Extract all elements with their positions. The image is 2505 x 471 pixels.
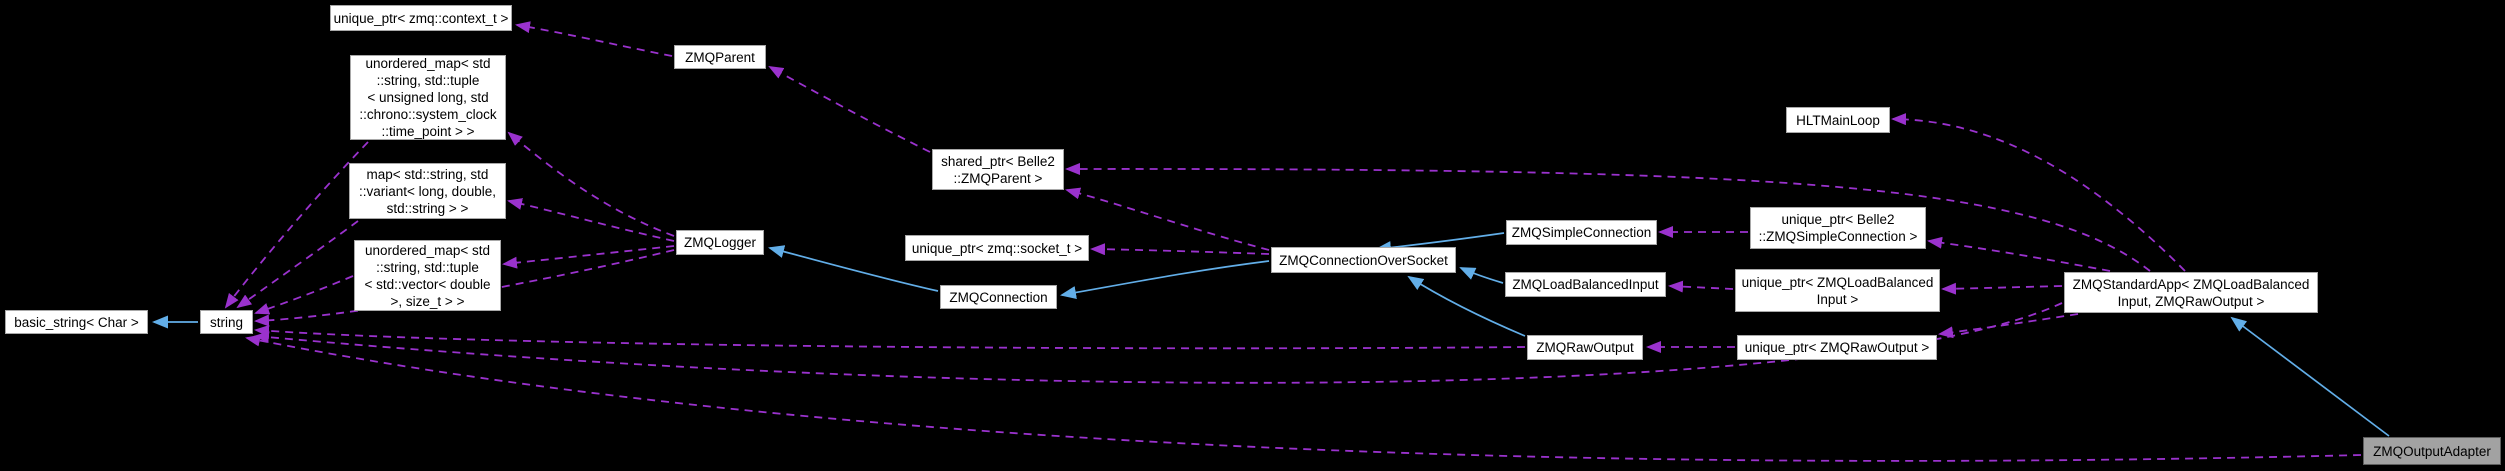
node-zmq-connection[interactable]: ZMQConnection <box>940 285 1057 309</box>
node-unique-ptr-zmq-raw-output[interactable]: unique_ptr< ZMQRawOutput > <box>1737 335 1937 360</box>
node-unique-ptr-zmq-load-balanced-input[interactable]: unique_ptr< ZMQLoadBalanced Input > <box>1735 269 1940 312</box>
node-label: ZMQStandardApp< ZMQLoadBalanced Input, Z… <box>2072 276 2310 309</box>
node-zmq-output-adapter: ZMQOutputAdapter <box>2363 437 2501 465</box>
edge-zmq-logger-uses-map-variant <box>507 198 675 242</box>
edge-zmq-standard-app-uses-shared-ptr <box>1065 162 2151 272</box>
edge-zmq-cos-uses-unique-ptr-zmq-socket <box>1090 243 1270 256</box>
node-label: HLTMainLoop <box>1796 112 1880 128</box>
node-label: unique_ptr< zmq::socket_t > <box>911 240 1083 256</box>
edge-zmq-cos-inherits-zmq-connection <box>1060 260 1270 299</box>
node-hlt-main-loop[interactable]: HLTMainLoop <box>1786 107 1890 133</box>
node-label: unique_ptr< ZMQLoadBalanced Input > <box>1741 274 1934 307</box>
node-unique-ptr-zmq-socket[interactable]: unique_ptr< zmq::socket_t > <box>905 235 1089 261</box>
node-label: unordered_map< std ::string, std::tuple … <box>364 242 491 309</box>
edge-unordered-map-vector-uses-string <box>254 275 354 315</box>
node-map-variant[interactable]: map< std::string, std ::variant< long, d… <box>349 163 506 219</box>
edge-zmq-logger-uses-unordered-map-time-point <box>507 131 675 237</box>
node-zmq-connection-over-socket[interactable]: ZMQConnectionOverSocket <box>1271 247 1456 273</box>
node-shared-ptr-belle2-zmq-parent[interactable]: shared_ptr< Belle2 ::ZMQParent > <box>932 149 1064 190</box>
node-label: string <box>209 314 243 330</box>
edge-unordered-map-time-point-uses-string <box>224 141 369 309</box>
edge-zmq-raw-inherits-zmq-cos <box>1407 275 1526 337</box>
node-zmq-parent[interactable]: ZMQParent <box>674 45 766 69</box>
node-basic-string-char[interactable]: basic_string< Char > <box>5 310 148 334</box>
node-label: shared_ptr< Belle2 ::ZMQParent > <box>941 153 1055 186</box>
node-label: unordered_map< std ::string, std::tuple … <box>359 56 497 139</box>
node-label: unique_ptr< zmq::context_t > <box>333 10 509 26</box>
node-zmq-simple-connection[interactable]: ZMQSimpleConnection <box>1506 220 1657 245</box>
node-string[interactable]: string <box>200 310 253 334</box>
node-zmq-standard-app[interactable]: ZMQStandardApp< ZMQLoadBalanced Input, Z… <box>2064 272 2318 313</box>
node-zmq-load-balanced-input[interactable]: ZMQLoadBalancedInput <box>1505 272 1666 297</box>
edge-zmq-standard-app-uses-hlt-main-loop <box>1891 113 2186 272</box>
edge-zmq-lbi-inherits-zmq-cos <box>1459 267 1504 284</box>
node-unique-ptr-zmq-context[interactable]: unique_ptr< zmq::context_t > <box>330 5 512 31</box>
node-label: ZMQConnection <box>949 289 1048 305</box>
node-label: ZMQParent <box>685 49 755 65</box>
node-zmq-logger[interactable]: ZMQLogger <box>676 230 764 255</box>
node-label: ZMQConnectionOverSocket <box>1279 252 1448 268</box>
node-label: unique_ptr< ZMQRawOutput > <box>1744 340 1930 355</box>
edge-zmq-standard-app-uses-unique-ptr-raw <box>1938 313 2079 339</box>
node-zmq-raw-output[interactable]: ZMQRawOutput <box>1527 335 1643 360</box>
node-label: basic_string< Char > <box>14 314 139 330</box>
edge-zmq-output-adapter-inherits-zmq-standard-app <box>2230 316 2390 437</box>
edge-zmq-standard-app-uses-unique-ptr-lbi <box>1941 282 2063 295</box>
edge-map-variant-uses-string <box>236 220 359 309</box>
edge-zmq-raw-output-uses-string <box>254 324 1526 350</box>
node-unordered-map-vector[interactable]: unordered_map< std ::string, std::tuple … <box>354 240 501 311</box>
edge-zmq-logger-uses-unordered-map-vector <box>502 245 675 269</box>
edge-zmq-output-adapter-uses-string <box>245 334 2362 462</box>
node-label: ZMQOutputAdapter <box>2373 443 2491 459</box>
node-label: unique_ptr< Belle2 ::ZMQSimpleConnection… <box>1758 212 1918 244</box>
edge-zmq-connection-inherits-zmq-logger <box>768 245 939 292</box>
node-unique-ptr-belle2-zmq-simple-connection[interactable]: unique_ptr< Belle2 ::ZMQSimpleConnection… <box>1750 207 1926 249</box>
edge-unique-ptr-lbi-uses-zmq-load-balanced-input <box>1668 280 1734 293</box>
edge-zmq-cos-uses-shared-ptr <box>1065 187 1270 251</box>
node-unordered-map-time-point[interactable]: unordered_map< std ::string, std::tuple … <box>350 55 506 140</box>
edge-shared-ptr-uses-zmq-parent <box>768 66 931 153</box>
node-label: ZMQLoadBalancedInput <box>1512 277 1659 292</box>
node-label: map< std::string, std ::variant< long, d… <box>359 166 496 216</box>
edge-zmq-logger-uses-string <box>254 249 675 327</box>
node-label: ZMQSimpleConnection <box>1511 225 1652 240</box>
edge-zmq-standard-app-uses-unique-ptr-simple <box>1927 236 2111 272</box>
edge-zmq-parent-uses-unique-ptr-zmq-context <box>515 21 673 57</box>
node-label: ZMQLogger <box>683 235 757 250</box>
node-label: ZMQRawOutput <box>1536 340 1634 355</box>
